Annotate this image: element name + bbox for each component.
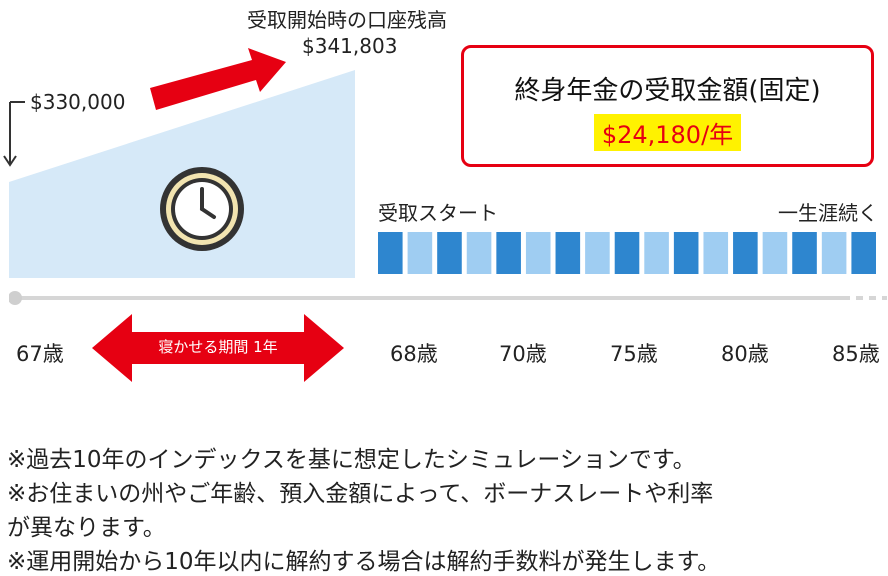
payout-segment: [703, 232, 729, 274]
note-line-3: が異なります。: [7, 515, 166, 541]
payout-box-title: 終身年金の受取金額(固定): [514, 76, 821, 106]
note-line-2: ※お住まいの州やご年齢、預入金額によって、ボーナスレートや利率: [7, 481, 714, 507]
payout-segment: [673, 232, 699, 274]
balance-value: $341,803: [302, 34, 398, 58]
age-timeline: [9, 291, 887, 305]
age-80: 80歳: [721, 342, 769, 366]
note-line-1: ※過去10年のインデックスを基に想定したシミュレーションです。: [7, 447, 696, 473]
age-85: 85歳: [832, 342, 880, 366]
payout-bars: [378, 232, 876, 274]
payout-amount-box: 終身年金の受取金額(固定) $24,180/年: [461, 45, 874, 167]
note-line-4: ※運用開始から10年以内に解約する場合は解約手数料が発生します。: [7, 549, 721, 575]
payout-segment: [733, 232, 758, 274]
payout-segment: [762, 232, 788, 274]
bracket-arrow-icon: [3, 101, 25, 167]
age-start: 67歳: [16, 342, 64, 366]
age-70: 70歳: [499, 342, 547, 366]
payout-segment: [644, 232, 669, 274]
payout-segment: [821, 232, 847, 274]
payout-segment: [555, 232, 581, 274]
age-68: 68歳: [390, 342, 438, 366]
payout-amount-wrap: $24,180/年: [464, 114, 871, 151]
age-75: 75歳: [610, 342, 658, 366]
red-arrow-icon: [150, 48, 286, 110]
payout-segment: [585, 232, 610, 274]
payout-segment: [437, 232, 462, 274]
payout-segment: [496, 232, 521, 274]
clock-icon: [160, 167, 244, 251]
payout-segment: [407, 232, 433, 274]
payout-segment: [792, 232, 817, 274]
payout-segment: [525, 232, 551, 274]
payout-amount: $24,180/年: [593, 114, 742, 151]
payout-segment: [378, 232, 403, 274]
payout-lifetime-label: 一生涯続く: [778, 201, 878, 225]
balance-title: 受取開始時の口座残高: [247, 8, 447, 32]
double-arrow-icon: [92, 314, 344, 382]
payout-segment: [614, 232, 640, 274]
defer-period-label: 寝かせる期間 1年: [158, 338, 278, 356]
payout-start-label: 受取スタート: [378, 201, 498, 225]
payout-segment: [851, 232, 876, 274]
payout-segment: [466, 232, 492, 274]
initial-amount: $330,000: [30, 90, 126, 114]
